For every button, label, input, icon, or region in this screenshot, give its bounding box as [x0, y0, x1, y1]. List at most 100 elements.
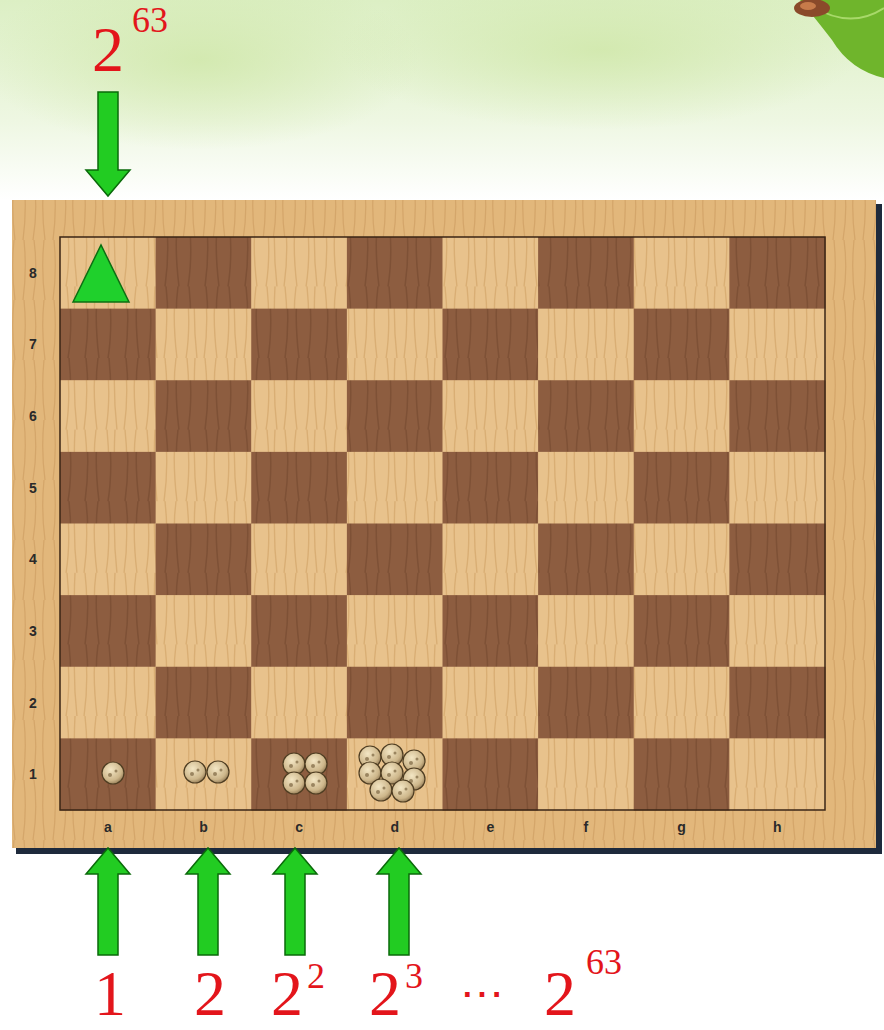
wheat-grain-speck — [197, 769, 200, 772]
board-square — [60, 738, 156, 810]
board-square — [443, 667, 539, 739]
wheat-grain-speck — [394, 752, 397, 755]
wheat-grain-speck — [376, 790, 380, 794]
wheat-grain-speck — [220, 769, 223, 772]
board-square — [60, 452, 156, 524]
board-square — [60, 237, 156, 309]
pointer-arrow — [273, 848, 317, 955]
board-square — [60, 309, 156, 381]
wheat-grain-body — [305, 772, 327, 794]
file-label-box: e — [486, 820, 494, 834]
board-square — [729, 309, 825, 381]
board-square — [443, 237, 539, 309]
exponent-base-box: 2 — [271, 962, 303, 1026]
board-square — [347, 738, 443, 810]
board-square — [443, 738, 539, 810]
wheat-grain-speck — [289, 764, 293, 768]
rank-label-box: 4 — [29, 552, 37, 566]
wheat-grain-speck — [289, 783, 293, 787]
wheat-grain — [102, 762, 124, 784]
exponent-base: 2 — [194, 958, 226, 1029]
board-square — [634, 667, 730, 739]
exponent-power-box: 3 — [405, 958, 423, 994]
file-label: h — [773, 819, 782, 835]
rank-label-box: 1 — [29, 767, 37, 781]
pointer-arrow — [377, 848, 421, 955]
pointer-arrow — [86, 848, 130, 955]
board-square — [156, 738, 252, 810]
board-square — [443, 452, 539, 524]
board-square — [156, 667, 252, 739]
leaf-decoration — [794, 0, 884, 78]
board-square — [156, 237, 252, 309]
wheat-grain-speck — [311, 783, 315, 787]
background-blob — [340, 0, 860, 130]
board-square — [729, 667, 825, 739]
exponent-base: 2 — [544, 958, 576, 1029]
exponent-power: 63 — [586, 942, 622, 982]
wheat-grain — [305, 772, 327, 794]
rank-label: 8 — [29, 265, 37, 281]
exponent-base: 2 — [369, 958, 401, 1029]
board-square — [251, 309, 347, 381]
wheat-grain — [207, 761, 229, 783]
wheat-grain-body — [207, 761, 229, 783]
exponent-base: 2 — [271, 958, 303, 1029]
wheat-grain — [283, 772, 305, 794]
wheat-grain-speck — [318, 780, 321, 783]
board-shadow — [16, 204, 882, 854]
ellipsis: ⋯ — [460, 969, 504, 1018]
rank-label: 4 — [29, 551, 37, 567]
rank-label: 5 — [29, 480, 37, 496]
wheat-grain-speck — [296, 761, 299, 764]
wheat-grain-speck — [416, 758, 419, 761]
wheat-grain-speck — [108, 773, 112, 777]
file-label-box: d — [390, 820, 399, 834]
board-square — [538, 452, 634, 524]
exponent-base-box: 2 — [544, 962, 576, 1026]
board-square — [538, 738, 634, 810]
board-square — [347, 595, 443, 667]
wheat-grain-speck — [383, 787, 386, 790]
marker-triangle — [73, 245, 129, 302]
wheat-grain-speck — [365, 773, 369, 777]
file-label: d — [390, 819, 399, 835]
wheat-grain — [392, 780, 414, 802]
exponent-power-box: 63 — [132, 2, 168, 38]
exponent-base-box: 2 — [369, 962, 401, 1026]
board-square — [729, 524, 825, 596]
wheat-grain-speck — [365, 757, 369, 761]
board-square — [634, 738, 730, 810]
grain-count-box: 1 — [94, 962, 126, 1026]
board-square — [634, 380, 730, 452]
wheat-grain-speck — [409, 761, 413, 765]
board-square — [60, 524, 156, 596]
wheat-grain-speck — [311, 764, 315, 768]
rank-label-box: 7 — [29, 337, 37, 351]
board-square — [347, 237, 443, 309]
exponent-base-box: 2 — [194, 962, 226, 1026]
file-label-box: g — [677, 820, 686, 834]
board-square — [634, 237, 730, 309]
rank-label: 2 — [29, 695, 37, 711]
board-square — [60, 667, 156, 739]
board-square — [156, 595, 252, 667]
board-square — [634, 309, 730, 381]
board-square — [538, 667, 634, 739]
wheat-grain-speck — [387, 755, 391, 759]
board-square — [538, 595, 634, 667]
board-square — [156, 309, 252, 381]
exponent-base-box: 2 — [92, 18, 124, 82]
board-square — [251, 524, 347, 596]
board-square — [443, 524, 539, 596]
board-square — [729, 237, 825, 309]
rank-label-box: 6 — [29, 409, 37, 423]
board-square — [634, 452, 730, 524]
board-square — [443, 309, 539, 381]
file-label: a — [104, 819, 112, 835]
rank-label-box: 3 — [29, 624, 37, 638]
wheat-grain-speck — [115, 770, 118, 773]
wheat-grain-body — [184, 761, 206, 783]
wheat-grain-speck — [190, 772, 194, 776]
exponent-base: 2 — [92, 14, 124, 85]
